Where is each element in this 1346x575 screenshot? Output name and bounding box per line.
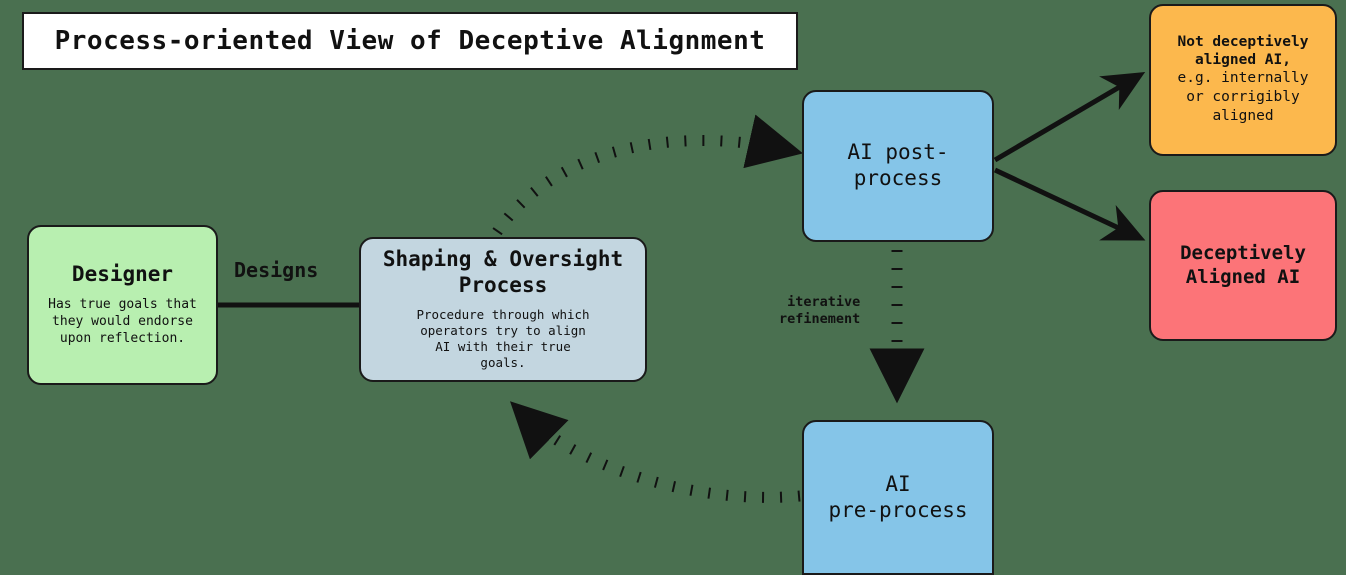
node-designer-subtitle: Has true goals that they would endorse u… — [48, 297, 197, 347]
edge-post-to-aligned — [993, 71, 1146, 163]
node-not-deceptively-aligned-ai[interactable]: Not deceptively aligned AI, e.g. interna… — [1149, 4, 1337, 156]
node-shaping-title: Shaping & Oversight Process — [382, 247, 624, 297]
diagram-title-banner: Process-oriented View of Deceptive Align… — [22, 12, 798, 70]
node-shaping-oversight-process[interactable]: Shaping & Oversight Process Procedure th… — [359, 237, 647, 382]
edge-pre-to-shaping — [510, 401, 801, 503]
node-ai-post-process-title: AI post- process — [847, 140, 949, 190]
edge-label-designs: Designs — [234, 258, 319, 282]
node-deceptive-title: Deceptively Aligned AI — [1180, 242, 1306, 288]
edge-label-iterative-refinement: iterative refinement — [779, 294, 861, 327]
node-aligned-title: Not deceptively aligned AI, — [1177, 34, 1309, 68]
node-designer[interactable]: Designer Has true goals that they would … — [27, 225, 218, 385]
node-ai-pre-process[interactable]: AI pre-process — [802, 420, 994, 575]
node-ai-pre-process-title: AI pre-process — [828, 471, 968, 522]
node-designer-title: Designer — [71, 261, 174, 286]
edge-shaping-to-post — [492, 114, 804, 236]
node-ai-post-process[interactable]: AI post- process — [802, 90, 994, 242]
node-deceptively-aligned-ai[interactable]: Deceptively Aligned AI — [1149, 190, 1337, 341]
node-shaping-subtitle: Procedure through which operators try to… — [416, 306, 590, 371]
node-aligned-subtitle: e.g. internally or corrigibly aligned — [1177, 70, 1309, 125]
edge-post-to-deceptive — [993, 167, 1146, 241]
page-title: Process-oriented View of Deceptive Align… — [54, 26, 766, 56]
